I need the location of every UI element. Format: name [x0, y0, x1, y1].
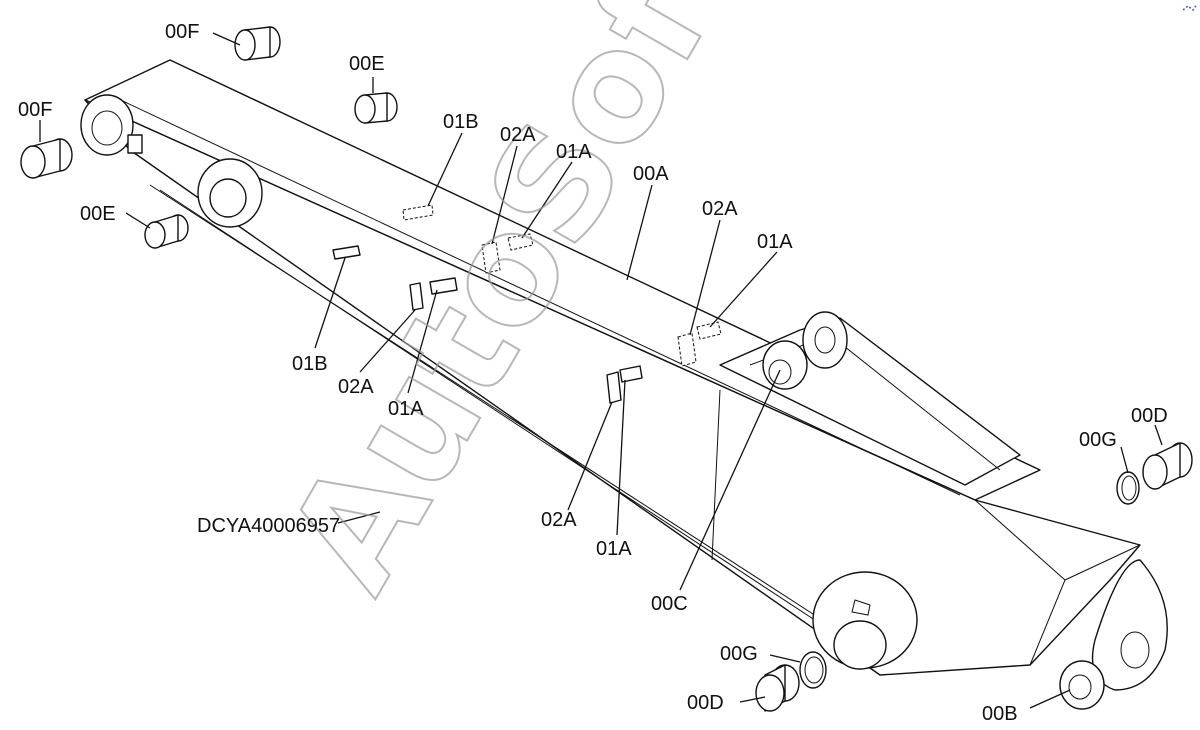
label-01a-top: 01A: [556, 141, 592, 163]
label-01a-right: 01A: [757, 231, 793, 253]
corner-mark-icon: [1182, 3, 1198, 12]
part-labels: 00F 00E 00F 00E 01B 02A 01A 00A 02A 01A …: [18, 21, 1168, 725]
label-02a-right: 02A: [702, 198, 738, 220]
bushing-00d-right: [1142, 442, 1193, 490]
bushing-00f-left: [20, 138, 73, 179]
label-02a-low: 02A: [338, 376, 374, 398]
plate-02a-right: [677, 332, 697, 367]
label-00e-top: 00E: [349, 53, 385, 75]
plate-01a-right: [696, 321, 722, 340]
leader-lines: [39, 32, 1163, 709]
label-00e-left: 00E: [80, 203, 116, 225]
ring-00g-bottom: [799, 651, 827, 689]
label-02a-top: 02A: [500, 124, 536, 146]
label-01a-bottom: 01A: [596, 538, 632, 560]
bushing-00f-top: [234, 26, 281, 61]
plate-01a-top: [507, 233, 534, 251]
label-00b: 00B: [982, 703, 1018, 725]
bushing-00d-bottom: [755, 664, 800, 712]
label-01b-top: 01B: [443, 111, 479, 133]
bushing-00e-left: [144, 214, 189, 249]
ring-00g-right: [1116, 471, 1140, 505]
label-00f-top: 00F: [165, 21, 199, 43]
bushing-00e-top: [354, 92, 398, 124]
drawing-id-label: DCYA40006957: [197, 515, 340, 537]
bracket-02a-01a-bottom: [606, 365, 643, 404]
label-00c: 00C: [651, 593, 688, 615]
label-00f-left: 00F: [18, 99, 52, 121]
label-00d-bottom: 00D: [687, 692, 724, 714]
label-00g-bottom: 00G: [720, 643, 758, 665]
plate-01b-low: [332, 245, 361, 260]
label-01b-low: 01B: [292, 353, 328, 375]
plate-02a-top: [481, 241, 501, 274]
label-00d-right: 00D: [1131, 405, 1168, 427]
label-00a: 00A: [633, 163, 669, 185]
plate-01b-top: [402, 204, 434, 221]
label-01a-low: 01A: [388, 398, 424, 420]
label-00g-right: 00G: [1079, 429, 1117, 451]
label-02a-bottom: 02A: [541, 509, 577, 531]
